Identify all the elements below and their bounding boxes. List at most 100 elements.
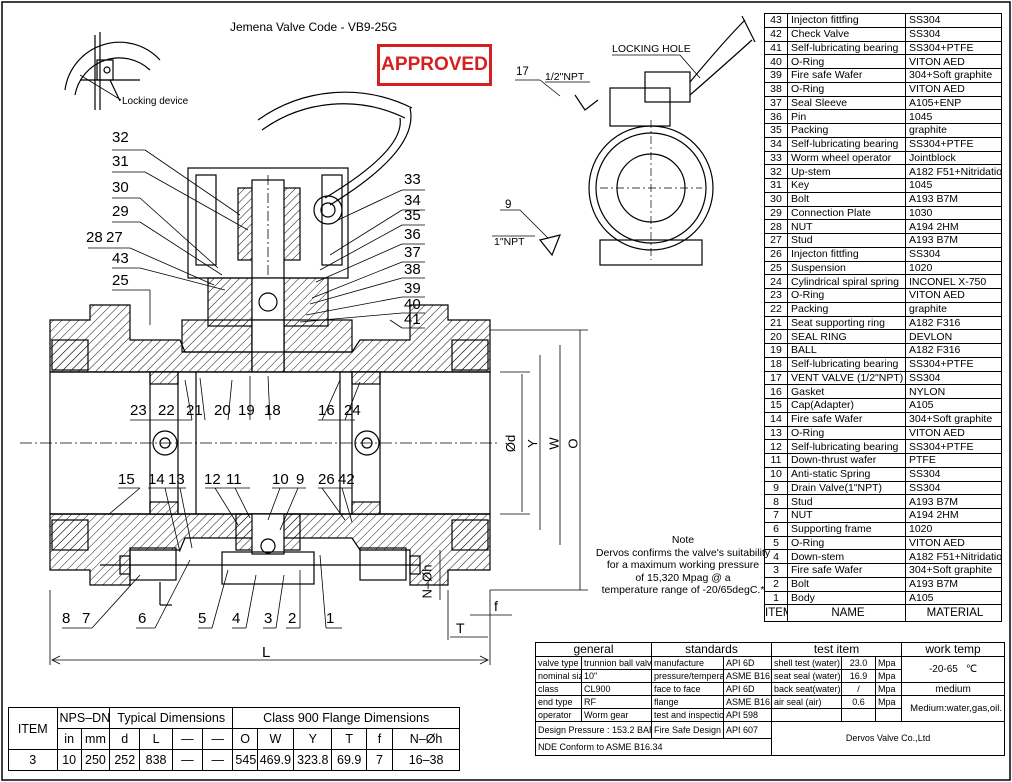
part-name: BALL <box>787 343 906 358</box>
dim-column-header: mm <box>80 728 111 750</box>
balloon-15: 15 <box>118 471 135 488</box>
dim-value: — <box>202 749 234 771</box>
part-material: SS304 <box>905 370 1002 386</box>
part-material: INCONEL X-750 <box>905 274 1002 289</box>
part-material: 1030 <box>905 205 1002 221</box>
part-item-no: 8 <box>764 494 788 509</box>
part-item-no: 21 <box>764 315 788 331</box>
part-name: O-Ring <box>787 81 906 97</box>
balloon-40: 40 <box>404 296 421 313</box>
spec-general-label: end type <box>535 695 582 709</box>
part-material: SS304+PTFE <box>905 40 1002 56</box>
spec-general-value: RF <box>581 695 652 709</box>
part-item-no: 11 <box>764 453 788 468</box>
part-material: PTFE <box>905 453 1002 468</box>
handwheel <box>257 91 413 225</box>
balloon-23: 23 <box>130 402 147 419</box>
dim-l: L <box>262 644 271 661</box>
part-material: A193 B7M <box>905 576 1002 592</box>
part-name: Cylindrical spiral spring <box>787 274 906 289</box>
part-name: NUT <box>787 219 906 234</box>
part-name: O-Ring <box>787 535 906 551</box>
spec-standard-value: ASME B16.34 <box>722 669 773 683</box>
part-material: SS304 <box>905 480 1002 496</box>
part-material: 1045 <box>905 178 1002 193</box>
part-material: VITON AED <box>905 54 1002 69</box>
dim-value: 7 <box>365 749 394 771</box>
part-name: Bolt <box>787 576 906 592</box>
part-item-no: 1 <box>764 590 788 606</box>
part-material: 304+Soft graphite <box>905 563 1002 578</box>
dim-t: T <box>456 620 465 636</box>
part-name: Suspension <box>787 260 906 276</box>
part-name: O-Ring <box>787 288 906 303</box>
approved-stamp: APPROVED <box>377 44 492 86</box>
spec-work-temp: -20-65℃ <box>901 656 1006 683</box>
spec-test-value: 0.6 <box>841 695 877 709</box>
dimension-lines <box>49 329 588 665</box>
spec-fire-safe-value: API 607 <box>722 721 773 739</box>
part-item-no: 30 <box>764 191 788 207</box>
part-material: VITON AED <box>905 535 1002 551</box>
spec-test-unit: Mpa <box>875 682 903 696</box>
part-item-no: 28 <box>764 219 788 234</box>
balloon-27: 27 <box>106 229 123 246</box>
locking-hole-label: LOCKING HOLE <box>612 43 691 55</box>
part-name: Cap(Adapter) <box>787 398 906 413</box>
dim-value: 16–38 <box>392 749 460 771</box>
dim-value: 545 <box>232 749 258 771</box>
balloon-7: 7 <box>82 610 91 627</box>
spec-table: general standards test item work temp va… <box>534 642 1006 756</box>
part-item-no: 15 <box>764 398 788 413</box>
part-name: Fire safe Wafer <box>787 411 906 427</box>
part-name: Up-stem <box>787 164 906 179</box>
balloon-18: 18 <box>264 402 281 419</box>
part-item-no: 35 <box>764 123 788 138</box>
balloon-29: 29 <box>112 203 129 220</box>
spec-fire-safe-label: Fire Safe Design <box>651 721 724 739</box>
part-name: Self-lubricating bearing <box>787 40 906 56</box>
part-material: A194 2HM <box>905 219 1002 234</box>
spec-general-label: class <box>535 682 582 696</box>
part-material: A105 <box>905 398 1002 413</box>
spec-test-label: seat seal (water) <box>771 669 843 683</box>
balloon-42: 42 <box>338 471 355 488</box>
part-item-no: 19 <box>764 343 788 358</box>
balloon-19: 19 <box>238 402 255 419</box>
dim-value: 252 <box>109 749 141 771</box>
balloon-31: 31 <box>112 153 129 170</box>
part-material: Jointblock <box>905 150 1002 166</box>
spec-general-label: valve type <box>535 656 582 670</box>
balloon-24: 24 <box>344 402 361 419</box>
part-item-no: 38 <box>764 81 788 97</box>
part-material: A193 B7M <box>905 494 1002 509</box>
part-material: VITON AED <box>905 288 1002 303</box>
spec-test-unit: Mpa <box>875 656 903 670</box>
part-name: Stud <box>787 494 906 509</box>
part-name: Injecton fittfing <box>787 13 906 28</box>
part-name: Self-lubricating bearing <box>787 439 906 454</box>
part-name: Pin <box>787 109 906 124</box>
part-item-no: 33 <box>764 150 788 166</box>
dim-value: 469.9 <box>256 749 295 771</box>
part-item-no: 9 <box>764 480 788 496</box>
parts-name-header: NAME <box>787 604 906 623</box>
part-item-no: 6 <box>764 521 788 537</box>
part-item-no: 26 <box>764 246 788 262</box>
dim-column-header: f <box>365 728 394 750</box>
part-item-no: 37 <box>764 95 788 111</box>
